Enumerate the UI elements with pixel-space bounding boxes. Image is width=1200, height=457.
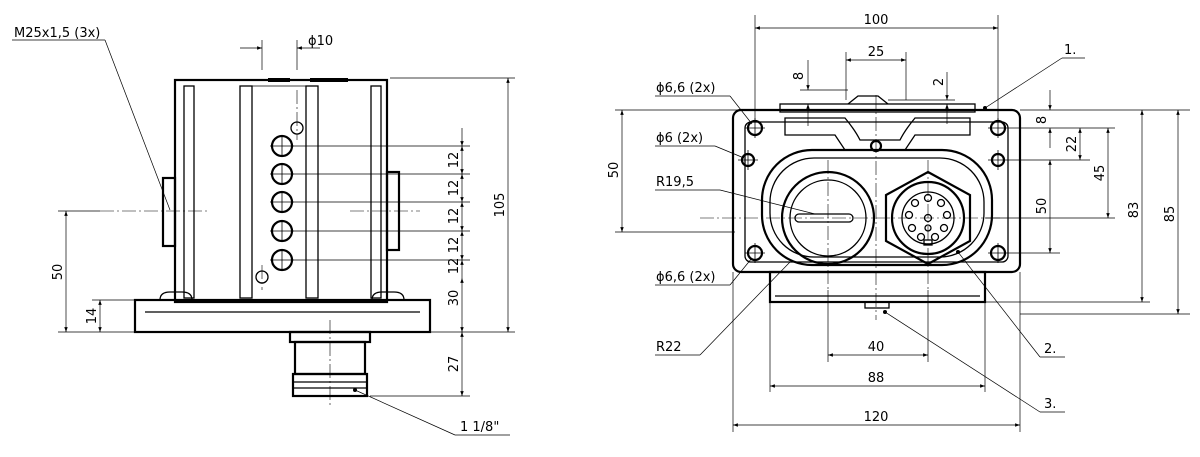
side-housing-left-rib	[183, 85, 195, 299]
dim-22: 22	[1065, 136, 1080, 153]
front-top-plate	[779, 103, 976, 113]
side-housing-right-wall	[305, 85, 319, 299]
dim-8-right: 8	[1035, 116, 1050, 124]
dim-105: 105	[493, 193, 508, 218]
actuator-tip	[847, 95, 889, 105]
front-view: 100 25 8 2 1. ϕ6,6 (2x) ϕ6 (2x) R19,5	[607, 13, 1190, 432]
front-base	[768, 270, 987, 304]
hole-top-label: ϕ6,6 (2x)	[656, 81, 716, 96]
hole-bottom-label: ϕ6,6 (2x)	[656, 270, 716, 285]
front-housing-outline	[731, 108, 1022, 274]
thread-label: M25x1,5 (3x)	[14, 26, 100, 41]
radius-19-5-label: R19,5	[656, 175, 694, 190]
dim-88: 88	[868, 371, 885, 386]
dim-50-side: 50	[51, 264, 66, 281]
dim-27: 27	[447, 356, 462, 373]
front-cover-plate	[760, 148, 994, 267]
side-view: ϕ10 M25x1,5 (3x) 12 12 12 12 12	[12, 26, 515, 436]
dim-8-top: 8	[792, 72, 807, 80]
dim-100: 100	[864, 13, 889, 28]
side-housing-left-wall	[239, 85, 253, 299]
dim-50-right: 50	[1035, 198, 1050, 215]
side-housing-right-rib	[370, 85, 382, 299]
side-gland-left	[161, 176, 177, 248]
hole-mid-label: ϕ6 (2x)	[656, 131, 703, 146]
dim-83: 83	[1127, 202, 1142, 219]
dim-30: 30	[447, 290, 462, 307]
side-led-pitch-dims: 12 12 12 12 12	[292, 128, 470, 278]
dim-25: 25	[868, 45, 885, 60]
dim-40: 40	[868, 340, 885, 355]
dim-45: 45	[1093, 165, 1108, 182]
callout-1: 1.	[1064, 43, 1076, 58]
dim-pitch-3: 12	[447, 208, 462, 225]
dim-120: 120	[864, 410, 889, 425]
callout-2: 2.	[1044, 342, 1056, 357]
callout-3: 3.	[1044, 397, 1056, 412]
thread-size-label: 1 1/8"	[460, 420, 499, 435]
dim-pitch-2: 12	[447, 180, 462, 197]
dim-50-left: 50	[607, 162, 622, 179]
dim-pitch-5: 12	[447, 258, 462, 275]
side-top-bar-right	[310, 78, 348, 82]
dim-pitch-4: 12	[447, 237, 462, 254]
connector-hex	[884, 170, 972, 266]
side-base-flange	[133, 298, 432, 334]
dim-85: 85	[1163, 206, 1178, 223]
dim-2: 2	[932, 78, 947, 86]
dim-pitch-1: 12	[447, 152, 462, 169]
dim-diameter-10: ϕ10	[308, 34, 333, 49]
side-top-bar-left	[268, 78, 290, 82]
radius-22-label: R22	[656, 340, 682, 355]
dim-14: 14	[85, 308, 100, 325]
